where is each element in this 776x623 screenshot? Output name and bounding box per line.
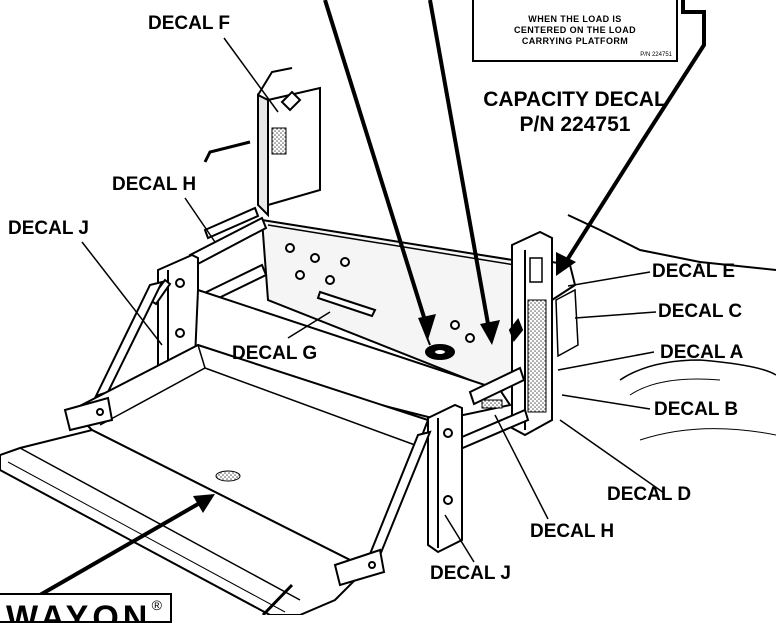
logo-decal: WAYON ® (0, 593, 172, 623)
capacity-decal-line-3: CARRYING PLATFORM (521, 36, 629, 46)
label-decal-j-bottom: DECAL J (430, 563, 511, 584)
capacity-decal-line-1: WHEN THE LOAD IS (528, 14, 622, 24)
thin-pointer-lines (81, 37, 665, 563)
left-upper-post (203, 86, 321, 218)
label-decal-b: DECAL B (654, 399, 739, 420)
label-decal-c: DECAL C (658, 301, 743, 322)
registered-mark: ® (151, 597, 162, 613)
label-decal-j-left: DECAL J (8, 218, 89, 239)
capacity-decal-part-number: P/N 224751 (640, 52, 672, 58)
capacity-decal: WHEN THE LOAD IS CENTERED ON THE LOAD CA… (472, 0, 678, 62)
bottom-feet (63, 396, 386, 587)
label-decal-a: DECAL A (660, 342, 744, 363)
label-decal-h-lower: DECAL H (530, 521, 615, 542)
logo-text: WAYON (6, 599, 152, 623)
capacity-decal-title: CAPACITY DECAL P/N 224751 (455, 88, 695, 138)
arrowheads (193, 252, 576, 513)
label-decal-f: DECAL F (148, 13, 230, 34)
capacity-title-line-2: P/N 224751 (519, 112, 631, 136)
back-wall (260, 218, 527, 394)
label-decal-h-upper: DECAL H (112, 174, 197, 195)
label-decal-g: DECAL G (232, 343, 318, 364)
capacity-decal-line-2: CENTERED ON THE LOAD (513, 25, 636, 35)
leader-lines (39, 0, 706, 615)
right-rear-post (508, 230, 579, 437)
right-front-post (427, 403, 463, 554)
label-decal-e: DECAL E (652, 261, 736, 282)
label-decal-d: DECAL D (607, 484, 692, 505)
capacity-title-line-1: CAPACITY DECAL (483, 88, 667, 111)
